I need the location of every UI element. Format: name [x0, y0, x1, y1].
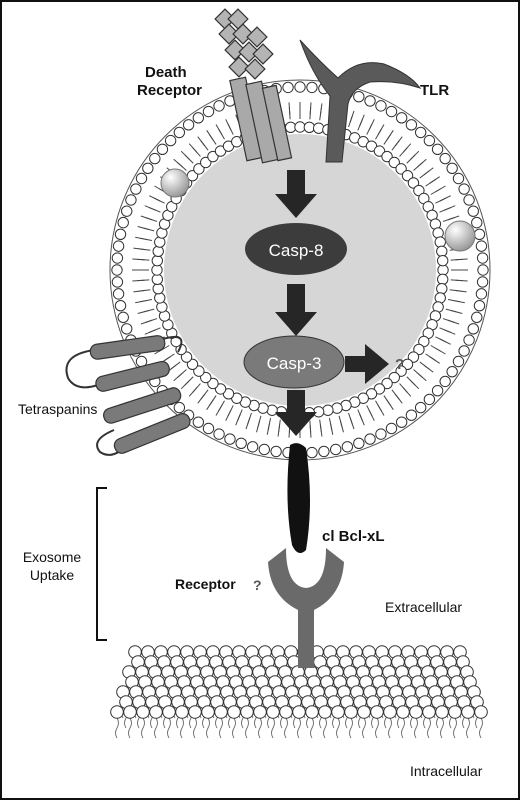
- tetraspanins: [65, 335, 191, 456]
- death-receptor: [214, 8, 293, 164]
- membrane-bead-right: [444, 220, 476, 252]
- target-cell-membrane: [110, 645, 488, 739]
- intracellular-label: Intracellular: [410, 763, 483, 779]
- casp8-label: Casp-8: [269, 241, 324, 260]
- arrow-casp3-to-bclxl: [275, 390, 317, 436]
- membrane-bead-left: [160, 168, 190, 198]
- tetraspanins-label: Tetraspanins: [18, 401, 97, 417]
- cl-bclxl-protein: [287, 443, 310, 554]
- casp8-enzyme: [245, 223, 347, 275]
- target-cell-receptor: [268, 548, 344, 668]
- casp3-target-question: ?: [395, 356, 404, 373]
- death-receptor-label-line1: Death: [145, 64, 187, 81]
- exosome-uptake-label-line1: Exosome: [23, 549, 82, 565]
- arrow-casp8-to-casp3: [275, 284, 317, 336]
- receptor-question: ?: [253, 577, 262, 593]
- casp3-label: Casp-3: [267, 354, 322, 373]
- exosome-uptake-label-line2: Uptake: [30, 567, 75, 583]
- casp3-enzyme: [243, 335, 345, 389]
- lipid-bilayer: [111, 81, 489, 459]
- receptor-label: Receptor: [175, 576, 236, 592]
- arrow-casp3-to-unknown: [345, 344, 389, 384]
- arrow-receptor-to-casp8: [275, 170, 317, 218]
- exosome-uptake-bracket: [96, 487, 107, 641]
- extracellular-label: Extracellular: [385, 599, 462, 615]
- cl-bclxl-label: cl Bcl-xL: [322, 528, 385, 545]
- tlr-receptor: [299, 39, 422, 163]
- tlr-label: TLR: [420, 82, 449, 99]
- death-receptor-label-line2: Receptor: [137, 82, 202, 99]
